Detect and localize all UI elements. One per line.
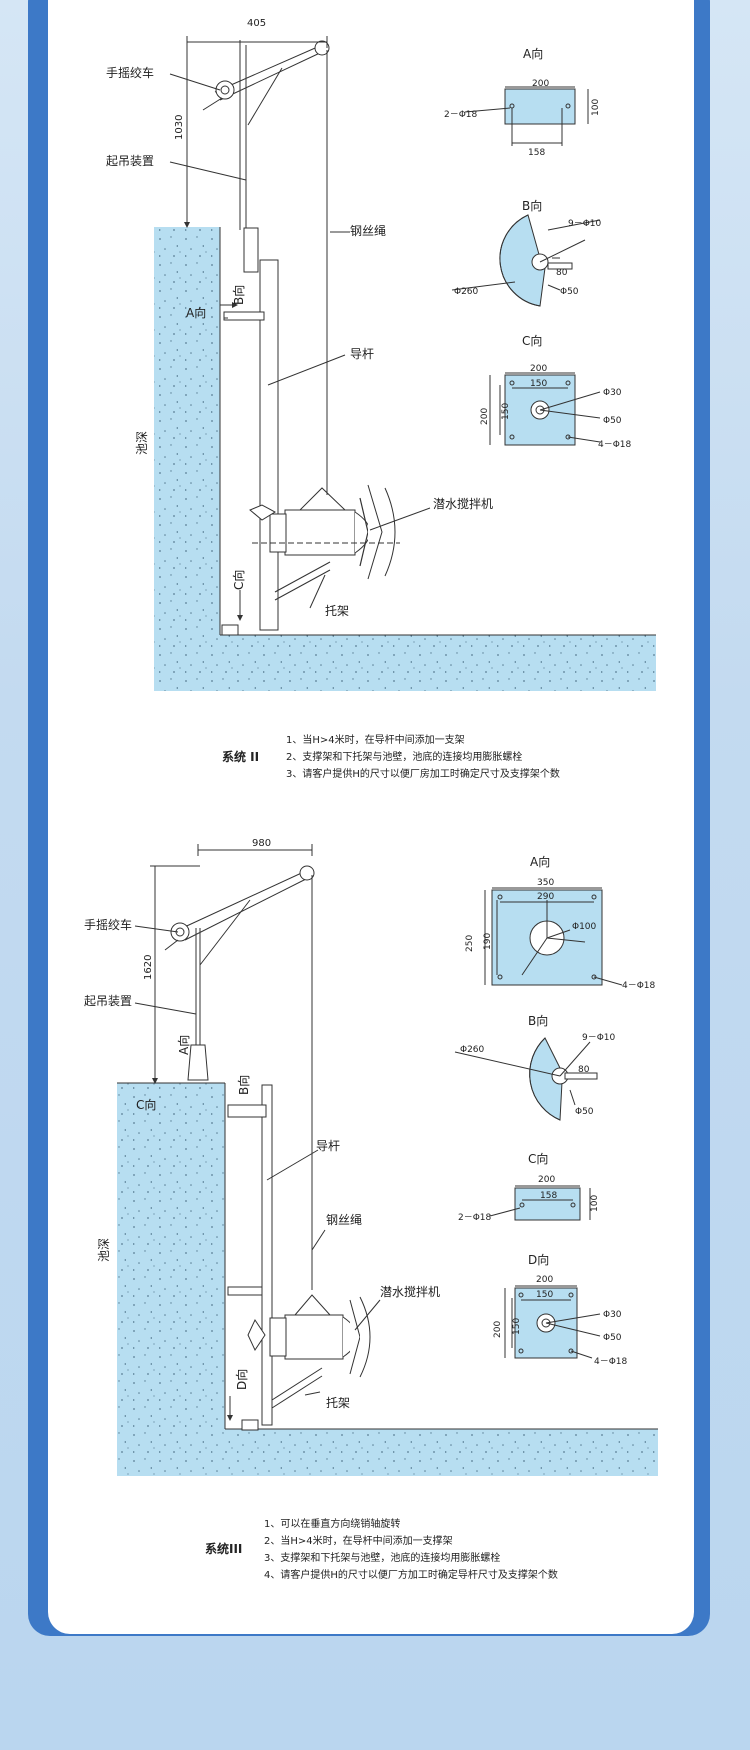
sys3-detailD-h2: 150 bbox=[512, 1318, 522, 1335]
sys2-detailC-plate bbox=[504, 374, 576, 446]
label-guide: 导杆 bbox=[350, 347, 374, 361]
sys2-detailA-holes: 2－Φ18 bbox=[444, 110, 478, 120]
label-hoist: 起吊装置 bbox=[106, 154, 154, 168]
sys2-detailA-plate bbox=[504, 88, 576, 125]
sys3-detailD-d2: Φ50 bbox=[603, 1333, 622, 1343]
sys2-detailC-d2: Φ50 bbox=[603, 416, 622, 426]
sys2-detailC-holes: 4－Φ18 bbox=[598, 440, 632, 450]
sys3-detailA-h2: 190 bbox=[483, 933, 493, 950]
sys3-detailB-holes: 9－Φ10 bbox=[582, 1033, 616, 1043]
sys3-note-3: 3、支撑架和下托架与池壁，池底的连接均用膨胀螺栓 bbox=[264, 1551, 500, 1564]
label-viewC-3: C向 bbox=[136, 1097, 156, 1112]
sys3-detailD-d1: Φ30 bbox=[603, 1310, 622, 1320]
sys2-detailC-h: 200 bbox=[480, 408, 490, 425]
sys2-detailA-h: 100 bbox=[591, 99, 601, 116]
sys3-detailA-h: 250 bbox=[465, 935, 475, 952]
mixer-system2 bbox=[249, 484, 400, 580]
sys2-detailB-offset: 80 bbox=[556, 268, 568, 278]
sys3-detailA-title: A向 bbox=[530, 854, 550, 869]
sys2-detailB-outer: Φ260 bbox=[454, 287, 479, 297]
sys3-detailC-w: 200 bbox=[538, 1175, 555, 1185]
label-viewA-3: A向 bbox=[176, 1035, 191, 1055]
sys3-detailC-inner: 158 bbox=[540, 1191, 557, 1201]
dim-width: 405 bbox=[247, 18, 266, 29]
sys2-detailB-title: B向 bbox=[522, 198, 542, 213]
sys2-detailA-inner: 158 bbox=[528, 148, 545, 158]
label-winch: 手摇绞车 bbox=[106, 65, 154, 80]
label-bracket: 托架 bbox=[325, 604, 349, 618]
label-viewA: A向 bbox=[186, 305, 206, 320]
sys2-detailC-title: C向 bbox=[522, 333, 542, 348]
sys3-caption: 系统III bbox=[205, 1541, 242, 1556]
sys3-detailD-holes: 4－Φ18 bbox=[594, 1357, 628, 1367]
label-viewD-3: D向 bbox=[234, 1369, 249, 1390]
pool-floor-3 bbox=[117, 1429, 658, 1476]
sys3-detailB-outer: Φ260 bbox=[460, 1045, 485, 1055]
label-mixer-3: 潜水搅拌机 bbox=[380, 1284, 440, 1299]
sys2-note-1: 1、当H>4米时，在导杆中间添加一支架 bbox=[286, 733, 465, 746]
sys3-detailC-plate bbox=[514, 1187, 581, 1221]
label-winch-3: 手摇绞车 bbox=[84, 917, 132, 932]
sys2-note-2: 2、支撑架和下托架与池壁，池底的连接均用膨胀螺栓 bbox=[286, 750, 522, 763]
sys3-detailC-title: C向 bbox=[528, 1151, 548, 1166]
label-guide-3: 导杆 bbox=[316, 1139, 340, 1153]
sys3-detailB-inner: Φ50 bbox=[575, 1107, 594, 1117]
dim-width-3: 980 bbox=[252, 838, 271, 849]
sys3-detailD-title: D向 bbox=[528, 1252, 549, 1267]
guide-rod-3 bbox=[261, 1084, 273, 1426]
sys2-detailC-w: 200 bbox=[530, 364, 547, 374]
sys3-note-4: 4、请客户提供H的尺寸以便厂方加工时确定导杆尺寸及支撑架个数 bbox=[264, 1568, 558, 1581]
sys3-detailD-w2: 150 bbox=[536, 1290, 553, 1300]
pool-floor bbox=[154, 635, 656, 691]
sys3-detailA-w: 350 bbox=[537, 878, 554, 888]
sys2-caption: 系统 II bbox=[222, 749, 259, 764]
sys2-detailC-w2: 150 bbox=[530, 379, 547, 389]
label-bracket-3: 托架 bbox=[326, 1396, 350, 1410]
sys3-detailA-w2: 290 bbox=[537, 892, 554, 902]
sys2-detailA-title: A向 bbox=[523, 46, 543, 61]
label-hoist-3: 起吊装置 bbox=[84, 994, 132, 1008]
sys3-detailD-h: 200 bbox=[493, 1321, 503, 1338]
sys3-note-2: 2、当H>4米时，在导杆中间添加一支撑架 bbox=[264, 1534, 453, 1547]
system2-labels: 手摇绞车 起吊装置 钢丝绳 导杆 潜水搅拌机 托架 A向 B向 C向 池深 40… bbox=[106, 18, 632, 780]
sys2-detailB-inner: Φ50 bbox=[560, 287, 579, 297]
sys3-detailC-h: 100 bbox=[590, 1195, 600, 1212]
label-depth: 池深 bbox=[135, 431, 149, 455]
system2-diagram bbox=[154, 36, 656, 691]
dim-height: 1030 bbox=[174, 115, 185, 140]
system3-diagram bbox=[117, 844, 658, 1476]
sys2-detailC-h2: 150 bbox=[501, 403, 511, 420]
label-mixer: 潜水搅拌机 bbox=[433, 496, 493, 511]
sys3-detailD-w: 200 bbox=[536, 1275, 553, 1285]
label-viewB: B向 bbox=[231, 285, 246, 305]
sys3-detailB-offset: 80 bbox=[578, 1065, 590, 1075]
system3-labels: 手摇绞车 起吊装置 导杆 钢丝绳 潜水搅拌机 托架 C向 A向 B向 D向 池深… bbox=[84, 838, 656, 1581]
pool-wall-3 bbox=[117, 1083, 225, 1429]
sys3-note-1: 1、可以在垂直方向绕销轴旋转 bbox=[264, 1517, 400, 1530]
label-depth-3: 池深 bbox=[97, 1238, 111, 1262]
sys3-detailA-holes: 4－Φ18 bbox=[622, 981, 656, 991]
label-viewB-3: B向 bbox=[236, 1075, 251, 1095]
sys3-detailA-d: Φ100 bbox=[572, 922, 597, 932]
sys2-detailC-d1: Φ30 bbox=[603, 388, 622, 398]
pool-wall bbox=[154, 227, 220, 635]
label-rope-3: 钢丝绳 bbox=[326, 1213, 362, 1227]
sys2-detailB-holes: 9－Φ10 bbox=[568, 219, 602, 229]
sys2-note-3: 3、请客户提供H的尺寸以便厂房加工时确定尺寸及支撑架个数 bbox=[286, 767, 560, 780]
sys3-detailC-holes: 2－Φ18 bbox=[458, 1213, 492, 1223]
sys2-detailA-w: 200 bbox=[532, 79, 549, 89]
mixer-system3 bbox=[247, 1294, 371, 1378]
label-viewC: C向 bbox=[231, 570, 246, 590]
label-rope: 钢丝绳 bbox=[350, 224, 386, 238]
dim-height-3: 1620 bbox=[143, 955, 154, 980]
sys3-detailB-title: B向 bbox=[528, 1013, 548, 1028]
